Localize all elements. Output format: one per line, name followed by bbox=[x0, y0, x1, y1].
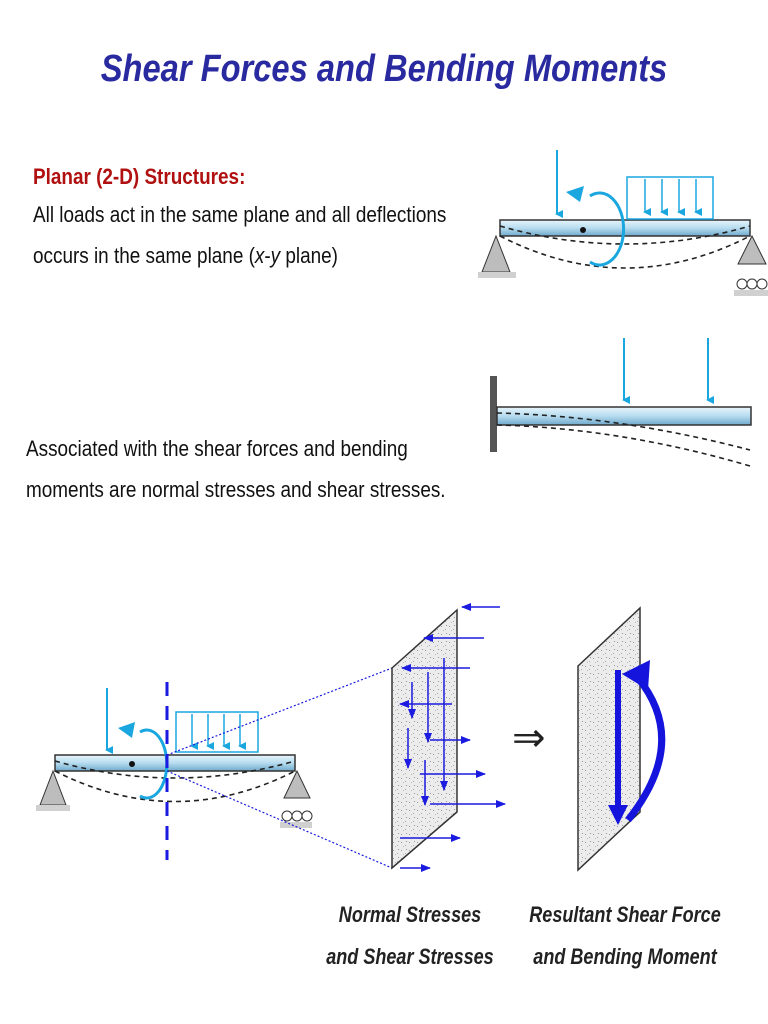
page-title: Shear Forces and Bending Moments bbox=[100, 48, 668, 90]
roller-wheel bbox=[301, 810, 313, 822]
associated-line2: moments are normal stresses and shear st… bbox=[26, 477, 446, 502]
roller-wheel bbox=[291, 810, 303, 822]
caption-normal-stresses-line1: Normal Stresses bbox=[338, 902, 482, 927]
deflection-curve bbox=[54, 770, 296, 803]
pin-support bbox=[39, 769, 67, 806]
resultant-plane bbox=[577, 606, 641, 872]
sectioned-beam-diagram bbox=[36, 667, 393, 869]
centroid-dot bbox=[129, 761, 135, 767]
projection-line bbox=[166, 667, 393, 756]
roller-support bbox=[283, 769, 311, 799]
moment-arrow bbox=[589, 191, 626, 267]
deflection-curve bbox=[499, 235, 751, 269]
ground bbox=[280, 822, 312, 828]
centroid-dot bbox=[580, 227, 586, 233]
resultant-section bbox=[577, 606, 666, 872]
resultant-moment-arrow bbox=[625, 675, 666, 823]
projection-line bbox=[166, 770, 393, 869]
cantilever-beam-diagram bbox=[490, 338, 752, 467]
fixed-wall bbox=[490, 376, 497, 452]
deflection-curve bbox=[499, 225, 751, 245]
deflection-curve bbox=[496, 412, 751, 451]
distributed-load-box bbox=[175, 711, 259, 753]
planar-description-line1: All loads act in the same plane and all … bbox=[33, 202, 447, 227]
deflection-curve bbox=[496, 424, 751, 467]
ground bbox=[478, 272, 516, 278]
planar-line2-dash: - bbox=[264, 243, 271, 268]
moment-arrow-head bbox=[118, 722, 135, 738]
distributed-load-arrows bbox=[190, 714, 246, 750]
beam bbox=[496, 406, 752, 426]
planar-line2-post: plane) bbox=[280, 243, 338, 268]
implies-symbol: ⇒ bbox=[512, 715, 546, 761]
roller-support bbox=[737, 234, 767, 265]
roller-wheel bbox=[281, 810, 293, 822]
cross-section-plane bbox=[391, 608, 458, 870]
roller-wheel bbox=[736, 278, 748, 290]
pin-support bbox=[481, 234, 511, 273]
moment-arrow-head bbox=[566, 186, 584, 202]
distributed-load-box bbox=[626, 176, 714, 220]
beam bbox=[54, 754, 296, 772]
caption-resultant-line2: and Bending Moment bbox=[533, 944, 717, 969]
ground bbox=[36, 805, 70, 811]
associated-line1: Associated with the shear forces and ben… bbox=[26, 436, 408, 461]
deflection-curve bbox=[54, 760, 296, 779]
planar-line2-y: y bbox=[270, 243, 281, 268]
shear-stress-arrows bbox=[404, 658, 448, 806]
resultant-moment-head bbox=[622, 660, 650, 690]
roller-wheel bbox=[756, 278, 768, 290]
planar-line2-x: x bbox=[254, 243, 265, 268]
caption-resultant-line1: Resultant Shear Force bbox=[529, 902, 721, 927]
planar-description-line2: occurs in the same plane (x-y plane) bbox=[33, 239, 338, 273]
ground bbox=[734, 290, 768, 296]
distributed-load-arrows bbox=[643, 179, 702, 216]
caption-normal-stresses-line2: and Shear Stresses bbox=[326, 944, 494, 969]
simply-supported-beam-diagram bbox=[478, 150, 768, 296]
planar-heading: Planar (2-D) Structures: bbox=[33, 164, 246, 189]
stress-cross-section bbox=[391, 603, 506, 872]
roller-wheel bbox=[746, 278, 758, 290]
planar-line2-pre: occurs in the same plane ( bbox=[33, 243, 255, 268]
